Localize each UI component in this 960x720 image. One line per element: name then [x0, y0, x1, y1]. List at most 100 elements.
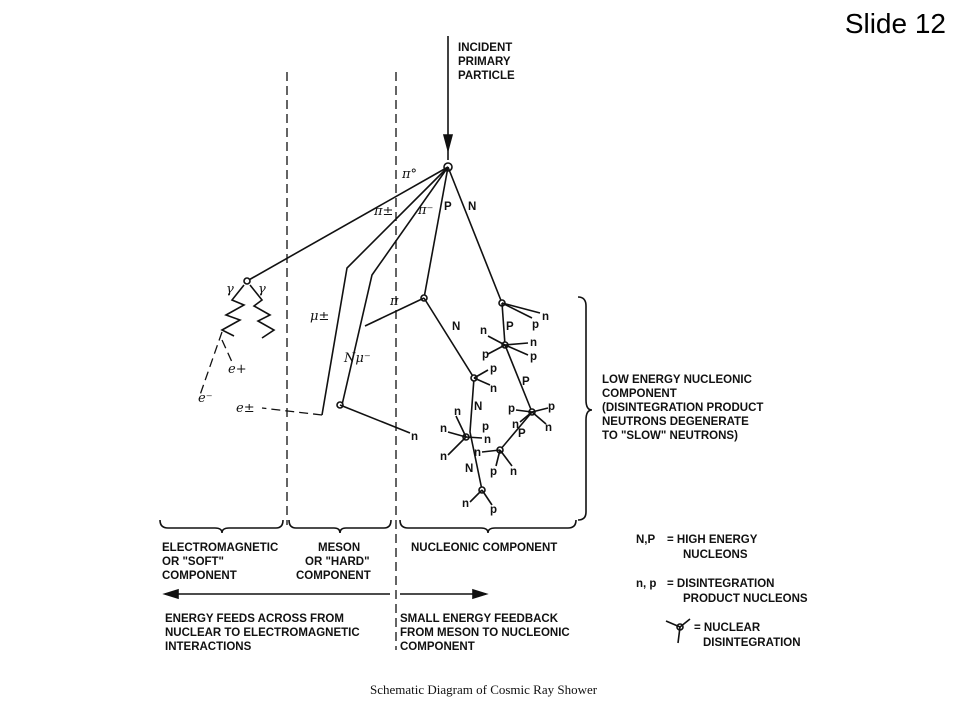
pi-small-label: π	[389, 294, 399, 309]
cascade-4-n-label: n	[480, 325, 487, 337]
N-node-p	[501, 302, 533, 319]
meson-label-2: OR "HARD"	[305, 556, 370, 568]
feed-left-line-1: ENERGY FEEDS ACROSS FROM	[165, 613, 344, 625]
cascade-2-n4: n	[484, 434, 491, 446]
pi-pm-label: π±	[373, 204, 393, 219]
cascade-3-n-label: n	[462, 498, 469, 510]
cascade-4-p1	[487, 344, 506, 355]
legend-small-np-key: n, p	[636, 578, 656, 590]
incident-label-3: PARTICLE	[458, 70, 515, 82]
N-node-p-label: p	[532, 319, 539, 331]
incident-label-2: PRIMARY	[458, 56, 511, 68]
electron-minus-track	[199, 331, 223, 396]
low-energy-line-2: COMPONENT	[602, 388, 677, 400]
P-label-4: P	[518, 428, 526, 440]
cascade-5-n1-label: n	[512, 419, 519, 431]
cascade-4-n	[487, 335, 506, 346]
nucleonic-label: NUCLEONIC COMPONENT	[411, 542, 557, 554]
cascade-4-p2	[504, 344, 529, 356]
P-track-4	[499, 411, 533, 451]
P-label-3: P	[522, 376, 530, 388]
low-energy-line-4: NEUTRONS DEGENERATE	[602, 416, 749, 428]
em-label-2: OR "SOFT"	[162, 556, 224, 568]
cascade-3-n	[469, 489, 483, 503]
meson-label-3: COMPONENT	[296, 570, 371, 582]
cascade-5-p2-label: p	[548, 401, 555, 413]
legend-np-desc-1: = HIGH ENERGY	[667, 534, 758, 546]
pi0-track	[246, 166, 449, 282]
N-label: N	[468, 201, 476, 213]
cascade-2-p1: p	[482, 421, 489, 433]
em-label-3: COMPONENT	[162, 570, 237, 582]
meson-label-1: MESON	[318, 542, 360, 554]
incident-arrowhead	[442, 134, 454, 154]
cascade-4-n2	[504, 342, 529, 346]
cascade-5-n2-label: n	[545, 422, 552, 434]
cascade-3-p	[481, 489, 493, 506]
N-track	[447, 166, 503, 304]
N-label-2: N	[452, 321, 460, 333]
nucleonic-brace	[399, 519, 577, 534]
feed-left-line-2: NUCLEAR TO ELECTROMAGNETIC	[165, 627, 360, 639]
low-energy-line-3: (DISINTEGRATION PRODUCT	[602, 402, 763, 414]
legend-small-np-desc-1: = DISINTEGRATION	[667, 578, 774, 590]
cascade-2-a	[455, 415, 467, 438]
gamma-label-right: γ	[258, 282, 266, 297]
cascade-5-n2	[531, 411, 547, 425]
cascade-5-p	[515, 409, 533, 413]
pi-small-track	[364, 297, 425, 327]
pi-minus-track	[341, 166, 449, 406]
cascade-2-n2: n	[440, 423, 447, 435]
cascade-2-n1: n	[454, 406, 461, 418]
cascade-6-n2	[499, 449, 513, 467]
cascade-2-n3: n	[440, 451, 447, 463]
cascade-1-n	[473, 377, 491, 386]
meson-brace	[288, 519, 392, 534]
n-feedback-label: n	[411, 431, 418, 443]
P-track-2	[501, 302, 506, 346]
legend-star-desc-1: = NUCLEAR	[694, 622, 761, 634]
feed-right-line-1: SMALL ENERGY FEEDBACK	[400, 613, 559, 625]
P-label: P	[444, 201, 452, 213]
cascade-4-p2-label: p	[530, 351, 537, 363]
nucleonic-cascade-N	[423, 297, 483, 491]
legend-star-desc-2: DISINTEGRATION	[703, 637, 801, 649]
pi-pm-track	[321, 166, 449, 416]
nuclear-disintegration-icon	[665, 618, 691, 644]
P-track	[423, 166, 449, 299]
low-energy-line-1: LOW ENERGY NUCLEONIC	[602, 374, 752, 386]
N-label-3: N	[474, 401, 482, 413]
cascade-6-p	[495, 449, 501, 467]
e-pm-label: e±	[236, 401, 255, 416]
cascade-1-n-label: n	[490, 383, 497, 395]
feed-right-arrowhead	[472, 588, 489, 600]
cascade-6-n	[481, 449, 501, 453]
gamma-label-left: γ	[226, 282, 234, 297]
gamma-zigzag-right	[249, 284, 276, 339]
legend-small-np-desc-2: PRODUCT NUCLEONS	[683, 593, 808, 605]
e-plus-label: e+	[228, 362, 247, 377]
cascade-6-n-label: n	[474, 447, 481, 459]
pi0-label: π°	[401, 167, 417, 182]
em-label-1: ELECTROMAGNETIC	[162, 542, 278, 554]
low-energy-brace	[577, 296, 593, 521]
cascade-3-p-label: p	[490, 504, 497, 516]
cascade-2-d	[465, 436, 483, 439]
pi-minus-label: π⁻	[417, 203, 433, 218]
e-minus-label: e⁻	[198, 391, 213, 406]
cascade-5-p-label: p	[508, 403, 515, 415]
low-energy-line-5: TO "SLOW" NEUTRONS)	[602, 430, 738, 442]
cascade-4-n2-label: n	[530, 337, 537, 349]
electron-plus-track	[221, 339, 233, 363]
em-brace	[159, 519, 284, 534]
cascade-4-p1-label: p	[482, 349, 489, 361]
feed-left-arrowhead	[162, 588, 179, 600]
cascade-1-p	[473, 369, 489, 379]
gamma-vertex-node	[243, 277, 251, 285]
N-label-4: N	[465, 463, 473, 475]
gamma-zigzag-left	[220, 284, 246, 337]
cascade-6-p-label: p	[490, 466, 497, 478]
N-node-n	[501, 302, 541, 314]
incident-label-1: INCIDENT	[458, 42, 512, 54]
